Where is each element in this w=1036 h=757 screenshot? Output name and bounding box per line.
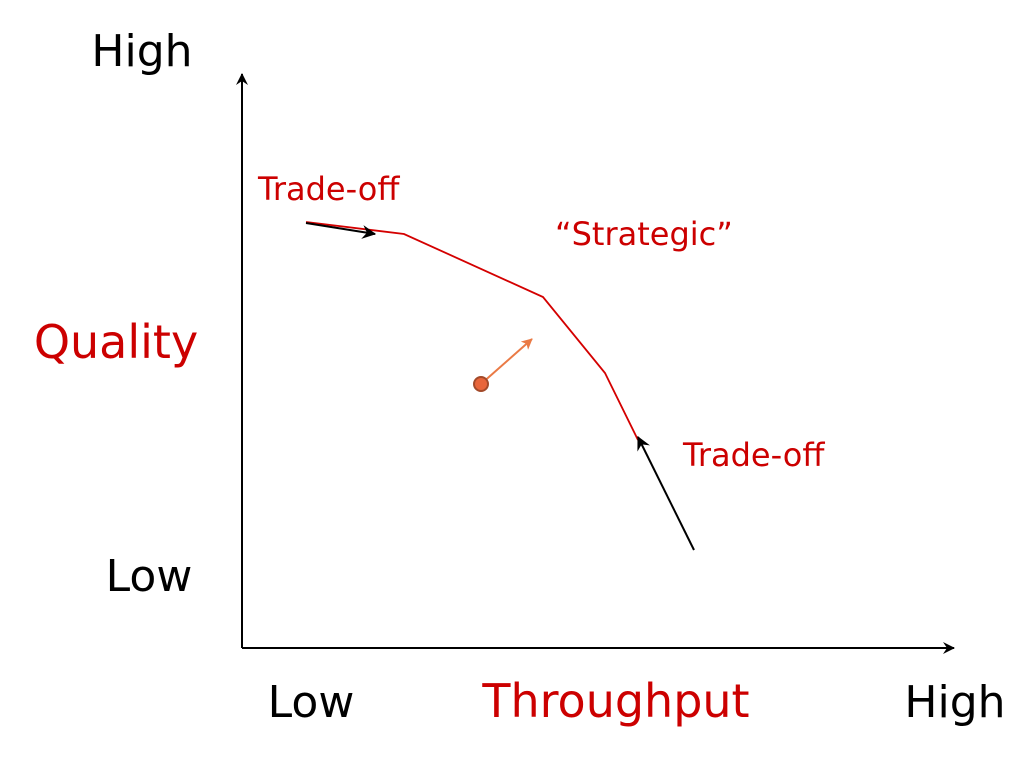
tradeoff-bottom-label: Trade-off: [682, 436, 825, 474]
x-axis-high-label: High: [904, 677, 1005, 728]
tradeoff-bottom-arrow: [637, 435, 695, 551]
tradeoff-top-label: Trade-off: [257, 170, 400, 208]
y-axis-high-label: High: [91, 26, 192, 77]
frontier-curve: [305, 221, 639, 441]
y-axis-title: Quality: [34, 315, 198, 369]
operating-point: [473, 376, 489, 392]
x-axis-title: Throughput: [481, 674, 749, 728]
strategic-label: “Strategic”: [555, 215, 733, 253]
strategic-improvement-arrow: [480, 338, 533, 385]
y-axis-low-label: Low: [106, 551, 193, 602]
tradeoff-top-arrow: [305, 222, 377, 239]
x-axis-low-label: Low: [268, 677, 355, 728]
